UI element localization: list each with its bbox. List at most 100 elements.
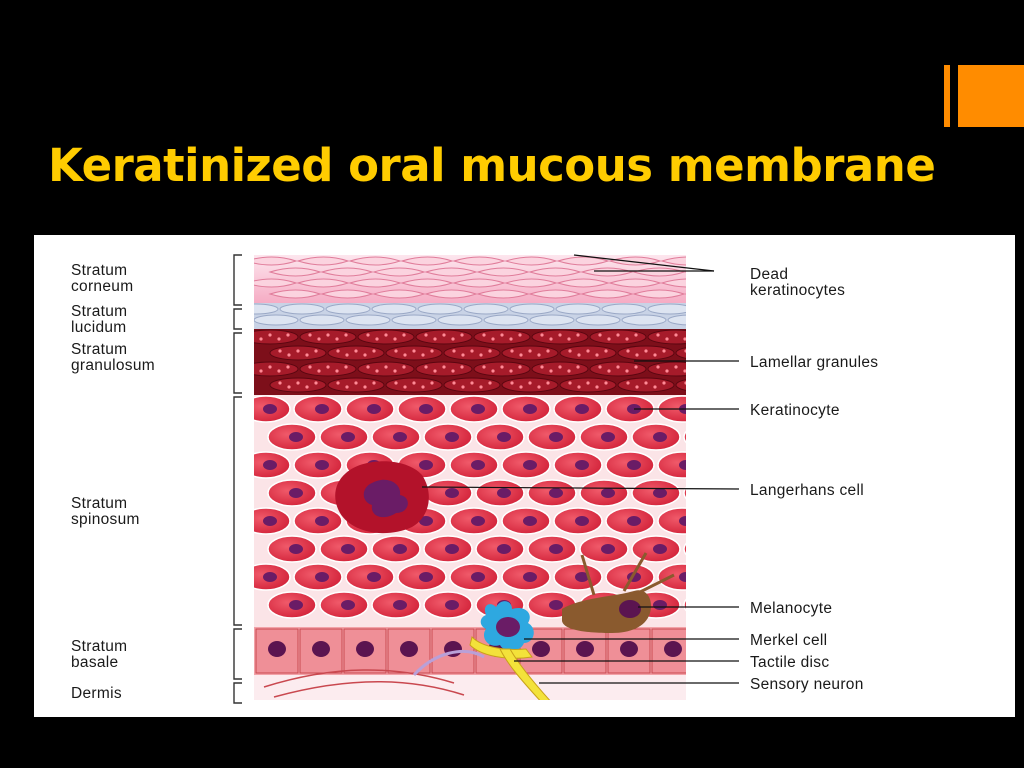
- callout-keratinocyte: Keratinocyte: [750, 402, 840, 419]
- granulosum-cell: [473, 329, 531, 345]
- lamellar-granule: [354, 381, 358, 385]
- lamellar-granule: [345, 385, 349, 389]
- lamellar-granule: [372, 349, 376, 353]
- lamellar-granule: [287, 385, 291, 389]
- keratinocyte-nucleus: [445, 600, 459, 610]
- dead-keratinocyte-flake: [400, 278, 454, 288]
- lucidum-cell: [509, 303, 555, 315]
- lamellar-granule: [625, 337, 629, 341]
- keratinocyte-cell: [657, 451, 686, 479]
- lucidum-cell: [575, 314, 621, 326]
- keratinocyte-nucleus: [445, 488, 459, 498]
- keratinocyte-nucleus: [653, 488, 667, 498]
- granulosum-cell: [415, 361, 473, 377]
- dead-keratinocyte-flake: [348, 278, 402, 288]
- lamellar-granule: [402, 365, 406, 369]
- lamellar-granule: [598, 333, 602, 337]
- callout-langerhans-cell: Langerhans cell: [750, 482, 864, 499]
- lamellar-granule: [250, 333, 253, 336]
- keratinocyte-nucleus: [575, 404, 589, 414]
- keratinocyte-nucleus: [601, 432, 615, 442]
- dead-keratinocyte-flake: [296, 256, 350, 266]
- lamellar-granule: [384, 365, 388, 369]
- lamellar-granule: [568, 381, 572, 385]
- lamellar-granule: [305, 353, 309, 357]
- keratinocyte-nucleus: [653, 432, 667, 442]
- lamellar-granule: [607, 337, 611, 341]
- lamellar-granule: [482, 365, 486, 369]
- dead-keratinocyte-flake: [296, 278, 350, 288]
- lamellar-granule: [720, 381, 723, 384]
- callout-lamellar-granules: Lamellar granules: [750, 354, 878, 371]
- keratinocyte-cell: [657, 507, 686, 535]
- layer-bracket: [233, 628, 242, 680]
- granulosum-cell: [415, 329, 473, 345]
- lamellar-granule: [375, 369, 379, 373]
- dead-keratinocyte-flake: [556, 256, 610, 266]
- lamellar-granule: [519, 385, 523, 389]
- lucidum-cell: [483, 314, 529, 326]
- lamellar-granule: [693, 385, 696, 388]
- lamellar-granule: [344, 333, 348, 337]
- lamellar-granule: [286, 333, 290, 337]
- melanocyte: [562, 552, 675, 633]
- keratinocyte-nucleus: [315, 572, 329, 582]
- keratinocyte-nucleus: [289, 544, 303, 554]
- dead-keratinocyte-flake: [372, 267, 426, 277]
- callout-sensory-neuron: Sensory neuron: [750, 676, 864, 693]
- keratinocyte-nucleus: [263, 516, 277, 526]
- keratinocyte-nucleus: [341, 600, 355, 610]
- lamellar-granule: [607, 369, 611, 373]
- lamellar-granule: [568, 349, 572, 353]
- keratinocyte-nucleus: [679, 460, 686, 470]
- accent-bar-thick: [958, 65, 1024, 127]
- lamellar-granule: [518, 365, 522, 369]
- lamellar-granule: [296, 349, 300, 353]
- keratinocyte-nucleus: [471, 572, 485, 582]
- lamellar-granule: [720, 349, 723, 352]
- lamellar-granule: [656, 333, 660, 337]
- lamellar-granule: [674, 333, 678, 337]
- lamellar-granule: [558, 365, 562, 369]
- lucidum-cell: [463, 303, 509, 315]
- lamellar-granule: [354, 349, 358, 353]
- granulosum-cell: [443, 377, 501, 393]
- dead-keratinocyte-flake: [268, 267, 322, 277]
- lamellar-granule: [470, 381, 474, 385]
- dead-keratinocyte-flake: [504, 278, 558, 288]
- lamellar-granule: [460, 333, 464, 337]
- lamellar-granule: [277, 337, 281, 341]
- keratinocyte-nucleus: [523, 404, 537, 414]
- lamellar-granule: [460, 365, 464, 369]
- keratinocyte-cell: [683, 542, 686, 556]
- lamellar-granule: [317, 337, 321, 341]
- lamellar-granule: [277, 369, 281, 373]
- lamellar-granule: [634, 333, 638, 337]
- basal-nucleus: [356, 641, 374, 657]
- lamellar-granule: [634, 365, 638, 369]
- lamellar-granule: [488, 381, 492, 385]
- basal-nucleus: [664, 641, 682, 657]
- leader-lines: [421, 254, 740, 684]
- layer-bracket: [233, 396, 242, 626]
- granulosum-cell: [254, 329, 299, 345]
- keratinocyte-nucleus: [263, 404, 277, 414]
- lamellar-granule: [363, 353, 367, 357]
- lucidum-cell: [254, 303, 279, 315]
- keratinocyte-nucleus: [471, 404, 485, 414]
- granulosum-cell: [357, 329, 415, 345]
- lamellar-granule: [433, 369, 437, 373]
- lamellar-granule: [595, 353, 599, 357]
- lucidum-cell: [325, 303, 371, 315]
- keratinocyte-nucleus: [601, 544, 615, 554]
- lamellar-granule: [336, 381, 340, 385]
- lamellar-granule: [287, 353, 291, 357]
- lamellar-granule: [479, 385, 483, 389]
- dead-keratinocyte-flake: [476, 289, 530, 299]
- keratinocyte-nucleus: [445, 544, 459, 554]
- dead-keratinocyte-flake: [608, 278, 662, 288]
- granulosum-cell: [589, 361, 647, 377]
- lamellar-granule: [653, 353, 657, 357]
